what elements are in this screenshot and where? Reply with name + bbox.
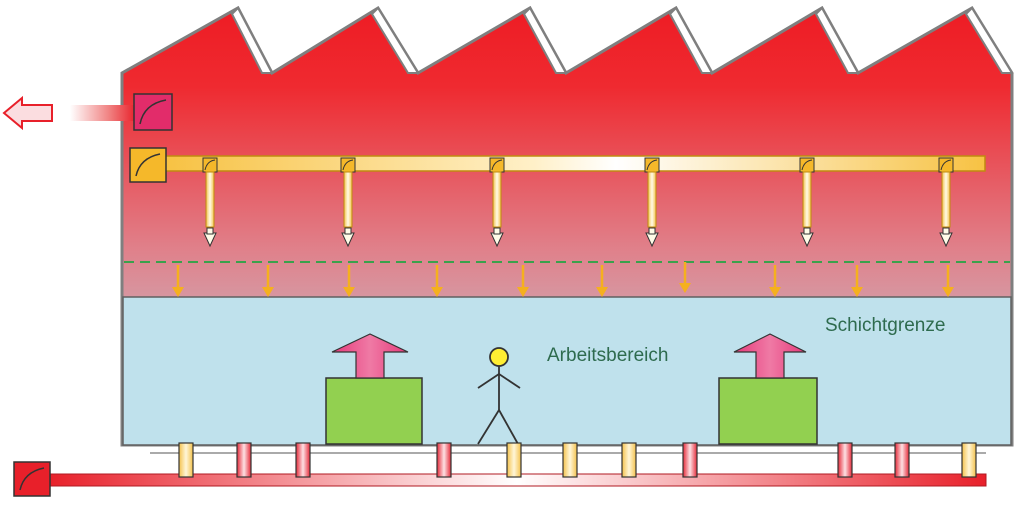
coil-red bbox=[837, 442, 853, 478]
airflow-arrow bbox=[431, 265, 443, 297]
machine-left bbox=[325, 333, 423, 445]
coil-red bbox=[436, 442, 452, 478]
machine-block bbox=[718, 377, 818, 445]
coil-red bbox=[682, 442, 698, 478]
supply-air-duct bbox=[164, 155, 986, 172]
work-zone bbox=[122, 296, 1012, 446]
diffuser bbox=[799, 157, 815, 248]
layer-boundary-label: Schichtgrenze bbox=[825, 315, 945, 336]
exhaust-fan-icon bbox=[133, 93, 173, 131]
roof-skylights bbox=[230, 6, 1014, 74]
airflow-arrow bbox=[942, 265, 954, 297]
airflow-arrow bbox=[172, 265, 184, 297]
coil-yellow bbox=[506, 442, 522, 478]
airflow-arrow bbox=[851, 265, 863, 297]
diffuser bbox=[938, 157, 954, 248]
person-icon bbox=[477, 347, 521, 445]
coil-red bbox=[295, 442, 311, 478]
hall-building bbox=[120, 5, 1014, 447]
coil-red bbox=[236, 442, 252, 478]
diffuser bbox=[202, 157, 218, 248]
diffuser bbox=[489, 157, 505, 248]
supply-air-system bbox=[129, 147, 986, 248]
supply-fan-icon bbox=[129, 147, 167, 183]
downward-airflow-arrows bbox=[172, 262, 954, 297]
air-diffusers bbox=[202, 157, 954, 248]
coil-yellow bbox=[562, 442, 578, 478]
coil-red bbox=[894, 442, 910, 478]
exhaust-system bbox=[2, 93, 173, 131]
machine-block bbox=[325, 377, 423, 445]
coil-yellow bbox=[178, 442, 194, 478]
diffuser bbox=[340, 157, 356, 248]
airflow-arrow bbox=[679, 262, 691, 293]
airflow-arrow bbox=[343, 265, 355, 297]
airflow-arrow bbox=[262, 265, 274, 297]
exhaust-duct bbox=[70, 105, 136, 121]
exhaust-outflow-arrow bbox=[2, 95, 53, 131]
heat-rise-arrow-icon bbox=[331, 333, 409, 379]
heat-rise-arrow-icon bbox=[733, 333, 807, 379]
floor-fan-icon bbox=[13, 461, 51, 497]
work-area-label: Arbeitsbereich bbox=[547, 345, 668, 366]
floor-coils bbox=[178, 442, 977, 478]
airflow-arrow bbox=[769, 265, 781, 297]
coil-yellow bbox=[961, 442, 977, 478]
floor-air-system bbox=[13, 442, 987, 497]
diffuser bbox=[644, 157, 660, 248]
coil-yellow bbox=[621, 442, 637, 478]
airflow-arrow bbox=[517, 265, 529, 297]
machine-right bbox=[718, 333, 818, 445]
airflow-arrow bbox=[596, 265, 608, 297]
